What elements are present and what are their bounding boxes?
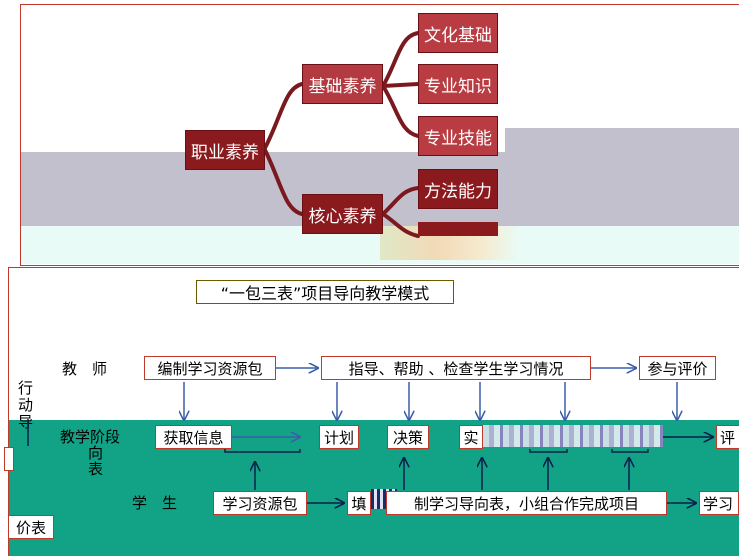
model-title: “一包三表”项目导向教学模式	[196, 280, 454, 304]
mindmap-leaf-hidden	[418, 222, 498, 236]
mindmap-leaf-method: 方法能力	[418, 169, 498, 209]
student-step-3: 制学习导向表，小组合作完成项目	[386, 491, 667, 515]
mindmap-leaf-knowledge: 专业知识	[418, 64, 498, 104]
mindmap-leaf-culture: 文化基础	[418, 13, 498, 53]
bottom-left-box: 价表	[8, 515, 54, 539]
student-step-4: 学习	[699, 491, 739, 515]
teacher-step-1: 编制学习资源包	[144, 356, 276, 380]
stage-step-5: 评	[716, 425, 739, 449]
teacher-step-2: 指导、帮助 、检查学生学习情况	[321, 356, 591, 380]
grey-band-right	[505, 128, 739, 152]
student-step-2: 填	[347, 491, 371, 515]
stage-step-2: 计划	[319, 425, 359, 449]
fragment-b: 表	[88, 460, 104, 478]
stage-step-1: 获取信息	[155, 425, 232, 449]
stage-label: 教学阶段	[60, 428, 121, 446]
glitch-row	[483, 425, 663, 447]
teacher-step-3: 参与评价	[639, 356, 716, 380]
student-step-1: 学习资源包	[213, 491, 307, 515]
fragment-a: 向	[88, 444, 104, 462]
side-label: 行动导	[18, 379, 34, 431]
stage-step-3: 决策	[387, 425, 429, 449]
stage-step-4: 实	[459, 425, 483, 449]
mindmap-leaf-skill: 专业技能	[418, 116, 498, 156]
mindmap-branch-basic: 基础素养	[302, 64, 383, 104]
left-edge-box	[4, 447, 14, 471]
mindmap-root: 职业素养	[185, 130, 265, 170]
student-label: 学 生	[132, 494, 178, 512]
mindmap-branch-core: 核心素养	[302, 194, 383, 234]
teacher-label: 教 师	[62, 360, 108, 378]
